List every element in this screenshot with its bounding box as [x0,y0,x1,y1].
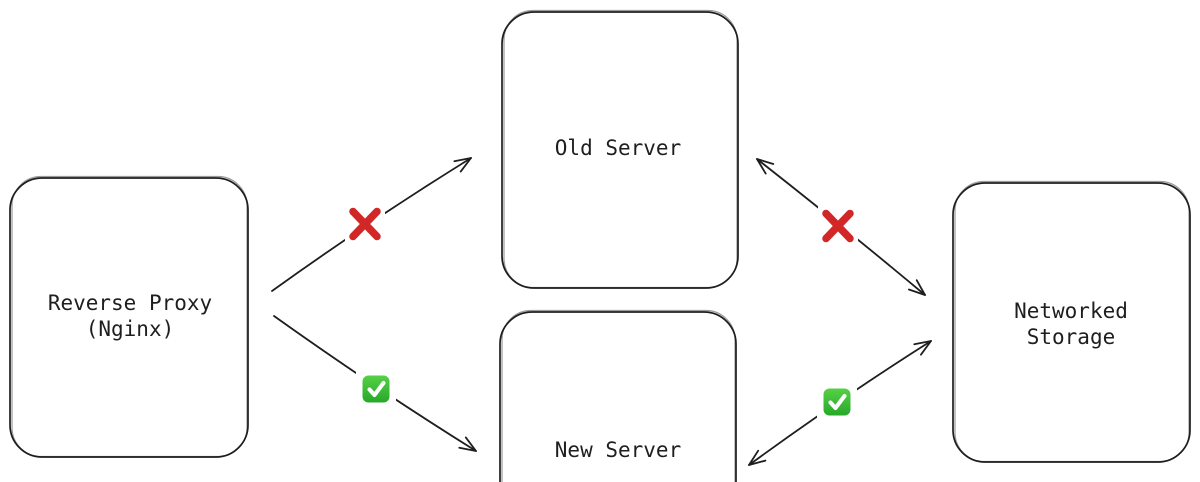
old-server-label: Old Server [555,136,681,160]
cross-mark-icon [818,206,858,246]
node-reverse-proxy: Reverse Proxy (Nginx) [9,175,249,458]
arrowhead-icon [913,340,932,356]
check-mark-icon [817,382,857,422]
arrowhead-icon [453,157,472,173]
arrowhead-icon [748,449,767,466]
node-old-server: Old Server [501,9,739,289]
arrowhead-icon [756,158,775,175]
networked-storage-label-line2: Storage [1027,325,1116,349]
check-mark-icon [356,369,396,409]
arrowhead-icon [908,279,926,296]
new-server-label: New Server [555,438,681,462]
reverse-proxy-label-line1: Reverse Proxy [48,291,212,315]
node-networked-storage: Networked Storage [952,180,1191,463]
reverse-proxy-label-line2: (Nginx) [86,317,175,341]
networked-storage-label-line1: Networked [1014,299,1128,323]
cross-mark-icon [345,204,385,244]
node-new-server: New Server [499,309,737,482]
arrowhead-icon [458,436,477,452]
